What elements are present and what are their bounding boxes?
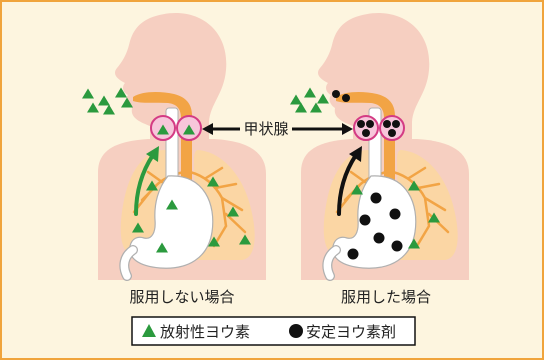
stable-iodine-marker-stomach <box>390 209 401 220</box>
stable-iodine-marker-stomach <box>374 233 385 244</box>
stable-iodine-marker-stomach <box>371 193 382 204</box>
legend: 放射性ヨウ素 安定ヨウ素剤 <box>132 317 415 345</box>
legend-stable-iodine-label: 安定ヨウ素剤 <box>306 323 396 341</box>
legend-circle-icon <box>289 324 303 338</box>
stable-iodine-marker-thyroid <box>388 129 396 137</box>
stable-iodine-marker-thyroid <box>392 120 400 128</box>
stable-iodine-marker-mouth <box>342 94 350 102</box>
stable-iodine-marker-stomach <box>348 249 359 260</box>
thyroid-label: 甲状腺 <box>243 120 288 138</box>
stable-iodine-marker-thyroid <box>366 120 374 128</box>
caption-with-tablet: 服用した場合 <box>341 288 431 306</box>
stable-iodine-marker-thyroid <box>357 120 365 128</box>
stable-iodine-marker-stomach <box>392 241 403 252</box>
legend-radioactive-iodine-label: 放射性ヨウ素 <box>160 323 250 341</box>
stable-iodine-marker-thyroid <box>362 129 370 137</box>
stable-iodine-marker-mouth <box>332 90 340 98</box>
caption-without-tablet: 服用しない場合 <box>129 288 234 306</box>
stable-iodine-marker-thyroid <box>383 120 391 128</box>
stable-iodine-marker-stomach <box>360 215 371 226</box>
